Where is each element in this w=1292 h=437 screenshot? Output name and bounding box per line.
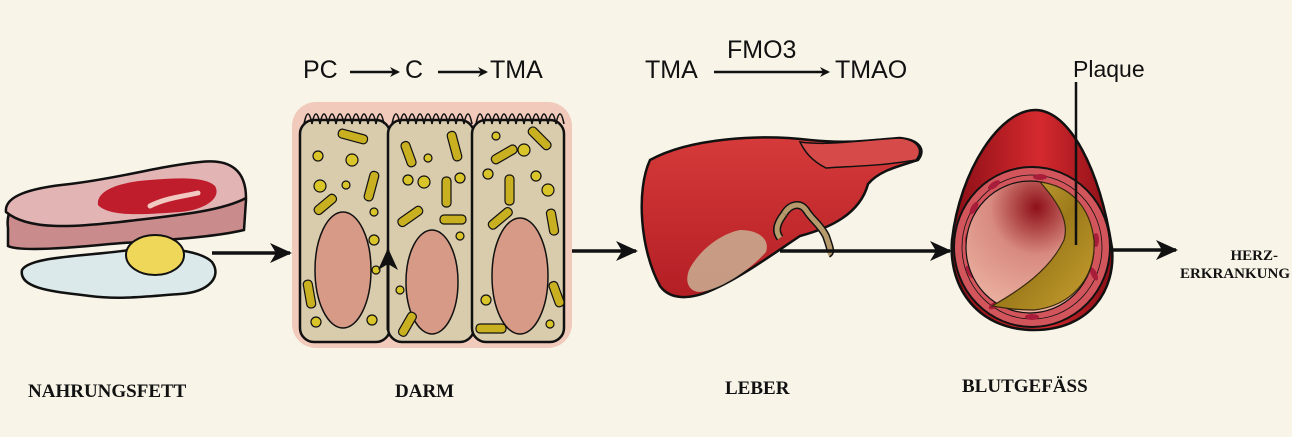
meat-icon <box>4 160 248 251</box>
reaction-c: C <box>405 56 424 84</box>
blood-vessel-icon <box>950 108 1114 332</box>
stage-label-vessel: BLUTGEFÄSS <box>962 376 1088 397</box>
liver-reaction-tmao: TMAO <box>835 56 908 84</box>
stage-label-gut: DARM <box>395 381 455 402</box>
liver-reaction-tma: TMA <box>645 56 698 84</box>
intestinal-cells-icon <box>292 102 572 348</box>
plaque-label: Plaque <box>1073 56 1145 82</box>
egg-icon <box>20 234 217 299</box>
stage-label-food: NAHRUNGSFETT <box>28 381 187 402</box>
enzyme-fmo3: FMO3 <box>727 36 797 64</box>
liver-icon <box>640 136 923 299</box>
reaction-pc: PC <box>303 56 338 84</box>
outcome-line1: HERZ- <box>1230 248 1278 264</box>
reaction-tma: TMA <box>490 56 543 84</box>
stage-label-liver: LEBER <box>725 378 790 399</box>
outcome-line2: ERKRANKUNG <box>1180 266 1291 282</box>
